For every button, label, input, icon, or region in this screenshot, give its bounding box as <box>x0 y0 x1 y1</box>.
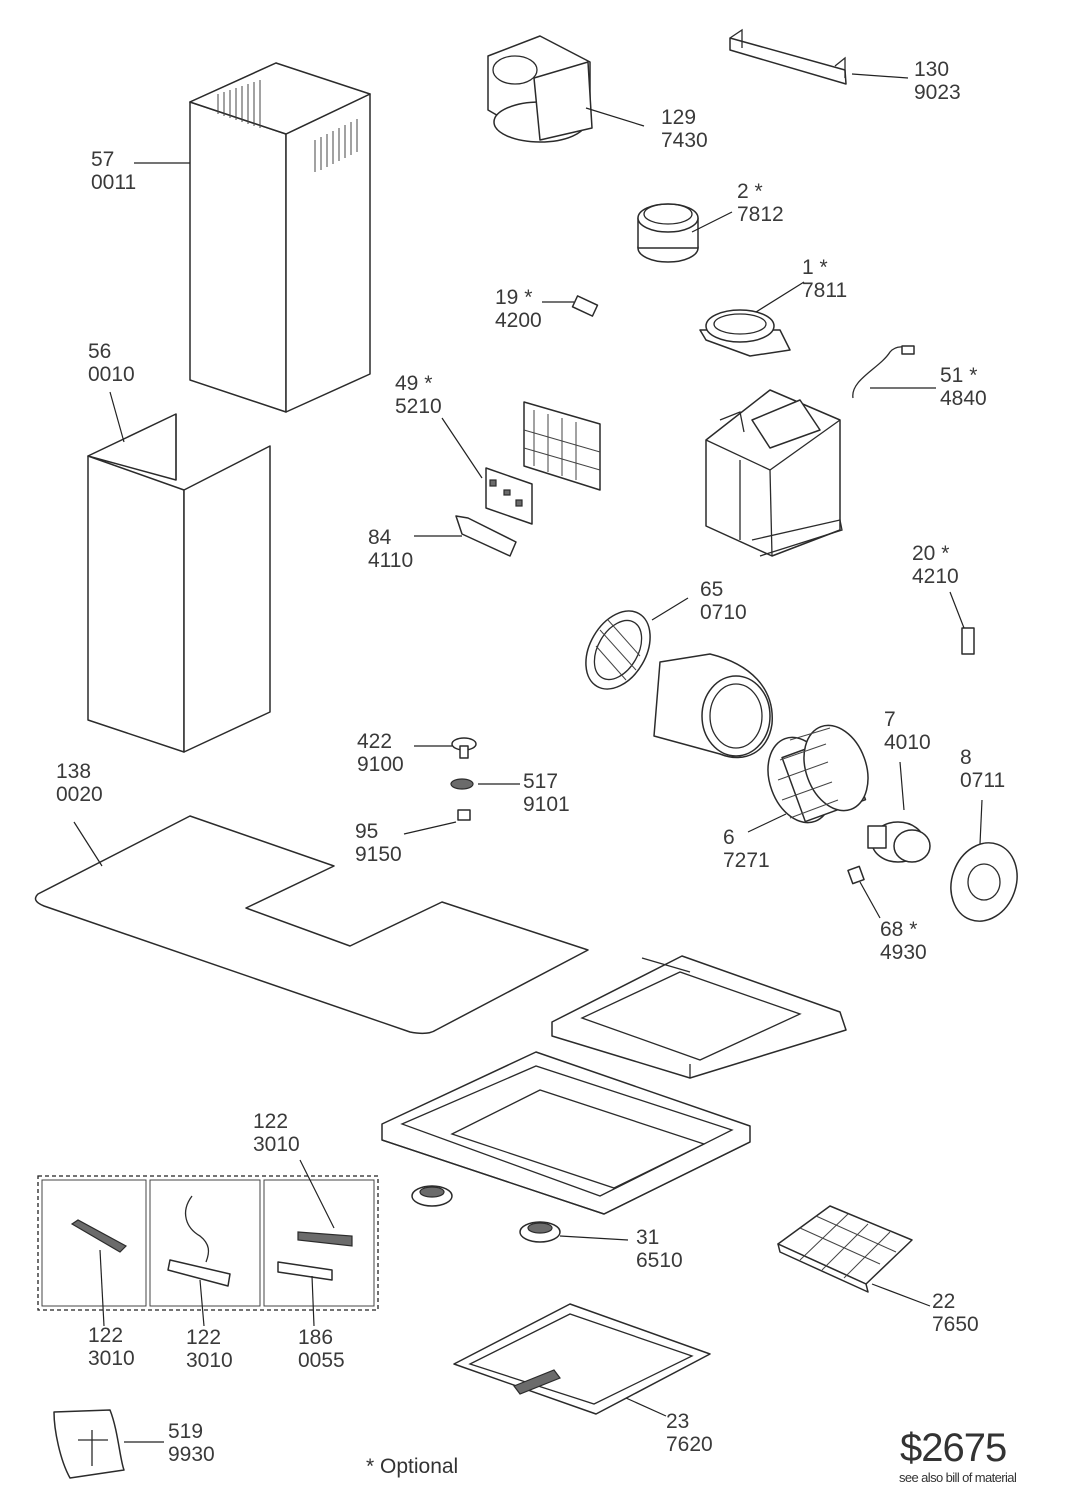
inlet-grill <box>585 610 651 690</box>
part-label: 1 *7811 <box>802 256 848 302</box>
switch-cover <box>455 515 517 557</box>
exhaust-flange <box>699 309 791 357</box>
clip <box>457 809 471 821</box>
blower-housing-box <box>705 389 843 557</box>
optional-footnote: * Optional <box>366 1455 459 1478</box>
light-switch <box>167 1259 231 1287</box>
part-label: 68 *4930 <box>880 918 927 964</box>
support-frame <box>551 955 847 1079</box>
power-cord-plug <box>901 345 915 355</box>
charcoal-filter <box>777 1205 913 1293</box>
light-bar <box>70 1219 127 1253</box>
light-fixture <box>519 1221 561 1243</box>
small-connector <box>571 295 599 317</box>
light-bar-small <box>297 1231 353 1247</box>
blower-wheel <box>767 724 869 824</box>
knob-ring <box>450 778 474 790</box>
reducer-collar <box>637 203 699 263</box>
optional-parts-box <box>37 1175 379 1311</box>
light-harness <box>184 1195 210 1263</box>
lower-chimney-cover <box>87 413 271 753</box>
price-note: see also bill of material <box>899 1470 1017 1485</box>
mounting-bracket <box>729 28 847 85</box>
hood-body <box>381 1051 751 1215</box>
glass-canopy <box>34 815 589 1035</box>
duct-adapter <box>487 35 593 143</box>
knob <box>451 737 477 759</box>
part-label: 19 *4200 <box>495 286 542 332</box>
part-label: 2 *7812 <box>737 180 784 226</box>
thermal-switch <box>961 627 975 655</box>
light-fixture-left <box>411 1185 453 1207</box>
motor-plate <box>950 842 1018 922</box>
scroll-housing <box>653 653 773 759</box>
control-panel <box>277 1261 333 1281</box>
leader-lines <box>73 73 983 1443</box>
part-label: 20 *4210 <box>912 542 959 588</box>
upper-chimney-cover <box>189 62 371 413</box>
part-label: 51 *4840 <box>940 364 987 410</box>
grease-filter <box>453 1303 711 1415</box>
blower-motor <box>867 821 931 863</box>
control-board <box>485 401 601 525</box>
installation-kit <box>53 1409 125 1479</box>
price: $2675 <box>900 1426 1007 1470</box>
part-label: 49 *5210 <box>395 372 442 418</box>
capacitor <box>847 865 865 885</box>
